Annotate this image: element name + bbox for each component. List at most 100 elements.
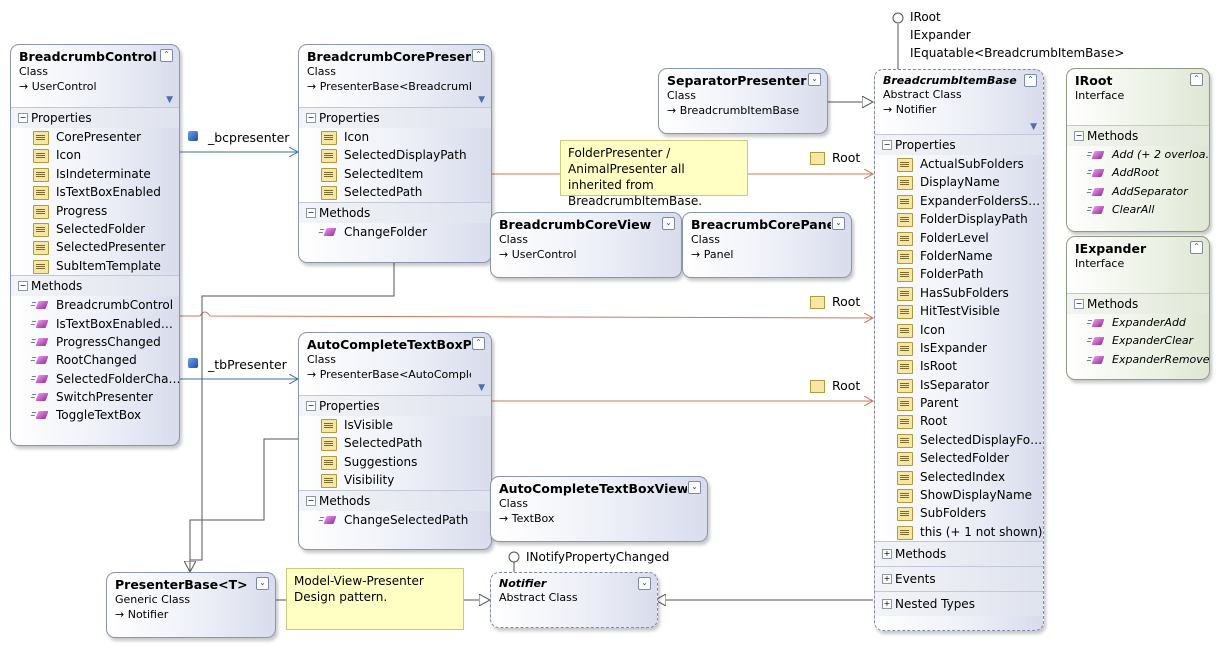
collapse-icon[interactable]: −	[18, 113, 28, 123]
method-item[interactable]: ChangeSelectedPath	[299, 511, 491, 529]
method-item[interactable]: ExpanderClear	[1067, 332, 1209, 350]
expand-icon[interactable]: +	[882, 599, 892, 610]
separator-presenter-class[interactable]: SeparatorPresenter Class → BreadcrumbIte…	[658, 68, 828, 134]
property-item[interactable]: SubFolders	[875, 504, 1043, 522]
collapse-icon[interactable]: −	[1074, 299, 1084, 309]
filter-icon[interactable]: ▼	[1030, 122, 1037, 132]
collapse-icon[interactable]: −	[306, 113, 316, 123]
collapse-toggle-icon[interactable]: ⌃	[472, 49, 485, 62]
method-item[interactable]: AddSeparator	[1067, 183, 1209, 201]
properties-section[interactable]: −Properties	[299, 107, 491, 128]
method-item[interactable]: ClearAll	[1067, 201, 1209, 219]
collapse-icon[interactable]: −	[306, 401, 316, 411]
property-item[interactable]: Visibility	[299, 471, 491, 489]
method-item[interactable]: BreadcrumbControl	[11, 296, 179, 314]
autocomplete-presenter-class[interactable]: AutoCompleteTextBoxP… Class → PresenterB…	[298, 332, 492, 550]
properties-section[interactable]: −Properties	[11, 107, 179, 128]
property-item[interactable]: SelectedPresenter	[11, 238, 179, 256]
filter-icon[interactable]: ▼	[478, 95, 485, 105]
property-item[interactable]: SubItemTemplate	[11, 257, 179, 275]
core-presenter-class[interactable]: BreadcrumbCorePresen… Class → PresenterB…	[298, 44, 492, 263]
collapse-toggle-icon[interactable]: ⌃	[1024, 74, 1037, 87]
collapse-toggle-icon[interactable]: ⌃	[1190, 73, 1203, 86]
property-item[interactable]: IsVisible	[299, 416, 491, 434]
property-item[interactable]: SelectedPath	[299, 183, 491, 201]
method-item[interactable]: RootChanged	[11, 351, 179, 369]
property-item[interactable]: ActualSubFolders	[875, 155, 1043, 173]
method-item[interactable]: SwitchPresenter	[11, 388, 179, 406]
methods-section[interactable]: +Methods	[875, 541, 1043, 567]
properties-section[interactable]: −Properties	[299, 395, 491, 416]
methods-section[interactable]: −Methods	[1067, 125, 1209, 146]
method-item[interactable]: ExpanderAdd	[1067, 314, 1209, 332]
property-item[interactable]: SelectedIndex	[875, 468, 1043, 486]
methods-section[interactable]: −Methods	[1067, 293, 1209, 314]
property-item[interactable]: SelectedFolder	[875, 449, 1043, 467]
method-item[interactable]: ChangeFolder	[299, 223, 491, 241]
property-item[interactable]: Icon	[299, 128, 491, 146]
collapse-toggle-icon[interactable]: ⌃	[160, 49, 173, 62]
property-item[interactable]: Icon	[875, 321, 1043, 339]
property-item[interactable]: Root	[875, 412, 1043, 430]
notifier-class[interactable]: Notifier Abstract Class ⌄	[490, 572, 658, 628]
property-item[interactable]: HasSubFolders	[875, 284, 1043, 302]
property-item[interactable]: ShowDisplayName	[875, 486, 1043, 504]
filter-icon[interactable]: ▼	[478, 383, 485, 393]
autocomplete-view-class[interactable]: AutoCompleteTextBoxView Class → TextBox …	[490, 476, 708, 542]
tbpresenter-label[interactable]: _tbPresenter	[208, 357, 287, 372]
collapse-icon[interactable]: −	[306, 207, 316, 218]
property-item[interactable]: Suggestions	[299, 453, 491, 471]
iexpander-interface[interactable]: IExpander Interface ⌃ −Methods ExpanderA…	[1066, 236, 1210, 380]
breadcrumb-item-base-class[interactable]: BreadcrumbItemBase Abstract Class → Noti…	[874, 69, 1044, 631]
methods-section[interactable]: −Methods	[299, 489, 491, 511]
collapse-icon[interactable]: −	[18, 281, 28, 292]
property-item[interactable]: IsExpander	[875, 339, 1043, 357]
events-section[interactable]: +Events	[875, 566, 1043, 592]
property-item[interactable]: FolderPath	[875, 265, 1043, 283]
root-label-2[interactable]: Root	[832, 294, 861, 309]
property-item[interactable]: CorePresenter	[11, 128, 179, 146]
property-item[interactable]: Parent	[875, 394, 1043, 412]
presenter-base-class[interactable]: PresenterBase<T> Generic Class → Notifie…	[106, 572, 276, 638]
property-item[interactable]: IsRoot	[875, 357, 1043, 375]
property-item[interactable]: IsIndeterminate	[11, 165, 179, 183]
core-view-class[interactable]: BreadcrumbCoreView Class → UserControl ⌄	[490, 212, 682, 278]
expand-toggle-icon[interactable]: ⌄	[256, 577, 269, 590]
iroot-interface[interactable]: IRoot Interface ⌃ −Methods Add (+ 2 over…	[1066, 68, 1210, 232]
property-item[interactable]: Icon	[11, 146, 179, 164]
property-item[interactable]: SelectedPath	[299, 434, 491, 452]
property-item[interactable]: IsTextBoxEnabled	[11, 183, 179, 201]
expand-toggle-icon[interactable]: ⌄	[688, 481, 701, 494]
collapse-toggle-icon[interactable]: ⌃	[472, 337, 485, 350]
collapse-icon[interactable]: −	[882, 140, 892, 150]
property-item[interactable]: IsSeparator	[875, 376, 1043, 394]
bcpresenter-label[interactable]: _bcpresenter	[208, 130, 290, 145]
property-item[interactable]: FolderName	[875, 247, 1043, 265]
nested-types-section[interactable]: +Nested Types	[875, 591, 1043, 617]
property-item[interactable]: FolderDisplayPath	[875, 210, 1043, 228]
property-item[interactable]: SelectedDisplayFo…	[875, 431, 1043, 449]
core-panel-class[interactable]: BreacrumbCorePanel Class → Panel ⌄	[682, 212, 852, 278]
property-item[interactable]: Progress	[11, 202, 179, 220]
method-item[interactable]: ToggleTextBox	[11, 406, 179, 424]
property-item[interactable]: HitTestVisible	[875, 302, 1043, 320]
methods-section[interactable]: −Methods	[299, 201, 491, 223]
property-item[interactable]: this (+ 1 not shown)	[875, 523, 1043, 541]
property-item[interactable]: ExpanderFoldersS…	[875, 192, 1043, 210]
expand-toggle-icon[interactable]: ⌄	[662, 217, 675, 230]
expand-toggle-icon[interactable]: ⌄	[808, 73, 821, 86]
filter-icon[interactable]: ▼	[166, 95, 173, 105]
methods-section[interactable]: −Methods	[11, 275, 179, 297]
property-item[interactable]: FolderLevel	[875, 229, 1043, 247]
property-item[interactable]: SelectedItem	[299, 165, 491, 183]
method-item[interactable]: AddRoot	[1067, 164, 1209, 182]
root-label-3[interactable]: Root	[832, 378, 861, 393]
method-item[interactable]: Add (+ 2 overloa…	[1067, 146, 1209, 164]
expand-icon[interactable]: +	[882, 574, 892, 585]
expand-toggle-icon[interactable]: ⌄	[638, 577, 651, 590]
root-label-1[interactable]: Root	[832, 150, 861, 165]
method-item[interactable]: ProgressChanged	[11, 333, 179, 351]
method-item[interactable]: IsTextBoxEnabled…	[11, 315, 179, 333]
method-item[interactable]: ExpanderRemove	[1067, 351, 1209, 369]
method-item[interactable]: SelectedFolderCha…	[11, 370, 179, 388]
